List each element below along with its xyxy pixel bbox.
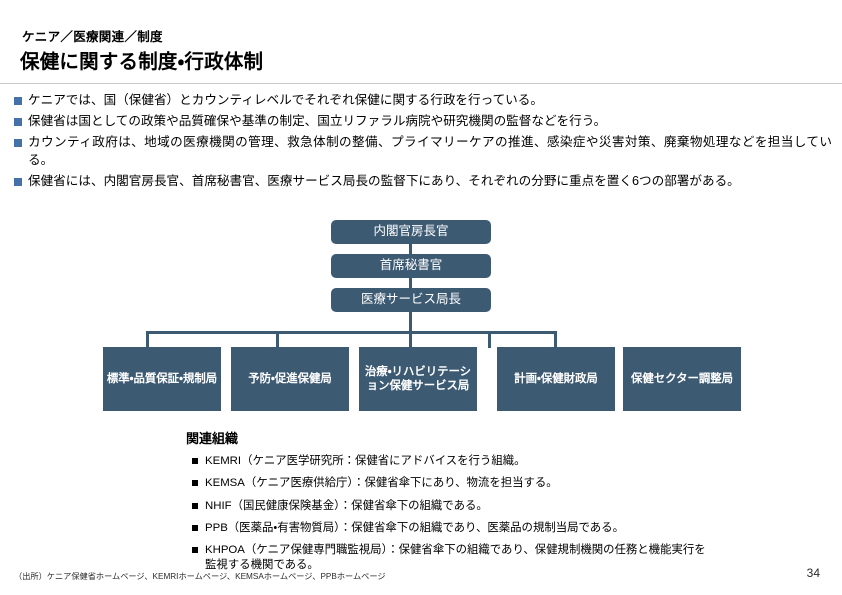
org-node-principal-secretary[interactable]: 首席秘書官 xyxy=(331,254,491,278)
connector-drop-2 xyxy=(276,331,279,348)
list-item: KHPOA（ケニア保健専門職監視局）：保健省傘下の組織であり、保健規制機関の任務… xyxy=(186,543,706,574)
square-bullet-icon xyxy=(192,547,198,554)
connector-trunk-2 xyxy=(409,276,412,296)
connector-drop-4 xyxy=(488,331,491,348)
org-node-dept-coordination[interactable]: 保健セクター調整局 xyxy=(623,347,741,411)
square-bullet-icon xyxy=(192,458,198,464)
list-item: カウンティ政府は、地域の医療機関の管理、救急体制の整備、プライマリーケアの推進、… xyxy=(14,134,832,170)
breadcrumb-eyebrow: ケニア／医療関連／制度 xyxy=(22,30,163,44)
connector-drop-5 xyxy=(554,331,557,348)
related-organization-text: KEMSA（ケニア医療供給庁）：保健省傘下にあり、物流を担当する。 xyxy=(205,477,558,490)
list-item: KEMSA（ケニア医療供給庁）：保健省傘下にあり、物流を担当する。 xyxy=(186,476,706,491)
page-number: 34 xyxy=(806,566,820,580)
related-organization-text: KHPOA（ケニア保健専門職監視局）：保健省傘下の組織であり、保健規制機関の任務… xyxy=(205,544,706,572)
list-item: 保健省には、内閣官房長官、首席秘書官、医療サービス局長の監督下にあり、それぞれの… xyxy=(14,173,832,191)
related-organization-text: NHIF（国民健康保険基金）：保健省傘下の組織である。 xyxy=(205,499,488,512)
summary-bullet-list: ケニアでは、国（保健省）とカウンティレベルでそれぞれ保健に関する行政を行っている… xyxy=(14,92,832,193)
bullet-text: ケニアでは、国（保健省）とカウンティレベルでそれぞれ保健に関する行政を行っている… xyxy=(28,93,543,107)
bullet-text: カウンティ政府は、地域の医療機関の管理、救急体制の整備、プライマリーケアの推進、… xyxy=(28,134,832,167)
list-item: KEMRI（ケニア医学研究所：保健省にアドバイスを行う組織。 xyxy=(186,454,706,469)
related-organizations-section: 関連組織 KEMRI（ケニア医学研究所：保健省にアドバイスを行う組織。 KEMS… xyxy=(186,428,706,581)
connector-trunk-1 xyxy=(409,242,412,262)
connector-drop-3 xyxy=(409,331,412,348)
list-item: 保健省は国としての政策や品質確保や基準の制定、国立リファラル病院や研究機関の監督… xyxy=(14,113,832,131)
org-chart: 内閣官房長官 首席秘書官 医療サービス局長 標準・品質保証・規制局 予防・促進保… xyxy=(0,214,842,420)
org-node-director-general[interactable]: 医療サービス局長 xyxy=(331,288,491,312)
bullet-text: 保健省には、内閣官房長官、首席秘書官、医療サービス局長の監督下にあり、それぞれの… xyxy=(28,173,740,188)
related-organization-text: KEMRI（ケニア医学研究所：保健省にアドバイスを行う組織。 xyxy=(205,455,526,467)
org-node-cabinet-secretary[interactable]: 内閣官房長官 xyxy=(331,220,491,244)
square-bullet-icon xyxy=(192,480,198,487)
square-bullet-icon xyxy=(192,502,198,509)
square-bullet-icon xyxy=(14,177,22,186)
source-note: （出所）ケニア保健省ホームページ、KEMRIホームページ、KEMSAホームページ… xyxy=(14,572,386,581)
related-organizations-heading: 関連組織 xyxy=(186,431,239,446)
org-node-dept-planning[interactable]: 計画・保健財政局 xyxy=(497,347,615,411)
list-item: ケニアでは、国（保健省）とカウンティレベルでそれぞれ保健に関する行政を行っている… xyxy=(14,92,832,110)
square-bullet-icon xyxy=(14,117,22,126)
org-node-dept-prevention[interactable]: 予防・促進保健局 xyxy=(231,347,349,411)
org-node-dept-standards[interactable]: 標準・品質保証・規制局 xyxy=(103,347,221,411)
page-title: 保健に関する制度・行政体制 xyxy=(20,51,264,73)
connector-trunk-3 xyxy=(409,310,412,332)
square-bullet-icon xyxy=(192,524,198,531)
square-bullet-icon xyxy=(14,97,22,105)
connector-drop-1 xyxy=(146,331,149,348)
list-item: PPB（医薬品・有害物質局）：保健省傘下の組織であり、医薬品の規制当局である。 xyxy=(186,521,706,536)
header-divider xyxy=(0,83,842,84)
related-organization-text: PPB（医薬品・有害物質局）：保健省傘下の組織であり、医薬品の規制当局である。 xyxy=(205,521,624,534)
bullet-text: 保健省は国としての政策や品質確保や基準の制定、国立リファラル病院や研究機関の監督… xyxy=(28,113,607,128)
connector-bus xyxy=(146,331,557,334)
square-bullet-icon xyxy=(14,138,22,147)
org-node-dept-curative[interactable]: 治療・リハビリテーション保健サービス局 xyxy=(359,347,477,411)
list-item: NHIF（国民健康保険基金）：保健省傘下の組織である。 xyxy=(186,499,706,514)
